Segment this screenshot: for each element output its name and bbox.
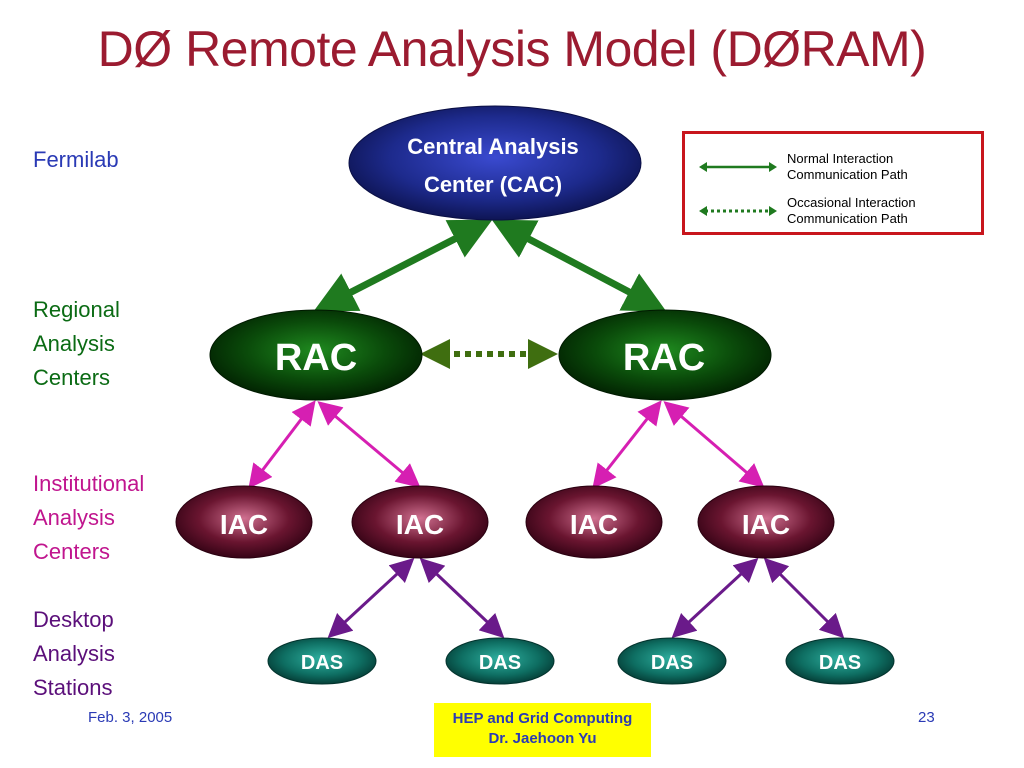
label-line: Centers bbox=[33, 539, 111, 564]
page-title: DØ Remote Analysis Model (DØRAM) bbox=[97, 21, 927, 77]
rac-iac1-arrow bbox=[248, 400, 316, 489]
das-node-3[interactable]: DAS bbox=[617, 637, 727, 685]
label-line: Desktop bbox=[33, 607, 114, 632]
desktop-analysis-stations-label: Desktop Analysis Stations bbox=[33, 603, 115, 705]
legend-line: Communication Path bbox=[787, 211, 908, 226]
iac-node-4[interactable]: IAC bbox=[697, 485, 835, 559]
label-line: Stations bbox=[33, 675, 113, 700]
iac-label: IAC bbox=[742, 509, 790, 540]
rac-iac2-arrow bbox=[317, 401, 421, 488]
rac-label: RAC bbox=[275, 337, 357, 379]
iac-label: IAC bbox=[396, 509, 444, 540]
iac-label: IAC bbox=[220, 509, 268, 540]
iac-node-2[interactable]: IAC bbox=[351, 485, 489, 559]
cac-rac-right-arrow bbox=[491, 219, 667, 312]
footer-author: Dr. Jaehoon Yu bbox=[488, 730, 597, 747]
rac-label: RAC bbox=[623, 337, 705, 379]
legend-line: Communication Path bbox=[787, 167, 908, 182]
iac2-das2-arrow bbox=[419, 557, 505, 639]
cac-label-line: Center (CAC) bbox=[424, 172, 562, 197]
institutional-analysis-centers-label: Institutional Analysis Centers bbox=[33, 467, 144, 569]
page-number: 23 bbox=[918, 709, 935, 726]
label-line: Centers bbox=[33, 365, 111, 390]
das-label: DAS bbox=[301, 652, 343, 674]
footer-date: Feb. 3, 2005 bbox=[88, 709, 173, 726]
fermilab-label-line: Fermilab bbox=[33, 147, 119, 172]
legend-occasional: Occasional Interaction Communication Pat… bbox=[697, 195, 916, 227]
solid-double-arrow-icon bbox=[699, 162, 777, 172]
legend: Normal Interaction Communication Path Oc… bbox=[682, 131, 984, 235]
das-node-4[interactable]: DAS bbox=[785, 637, 895, 685]
das-node-2[interactable]: DAS bbox=[445, 637, 555, 685]
label-line: Analysis bbox=[33, 331, 115, 356]
label-line: Analysis bbox=[33, 505, 115, 530]
das-label: DAS bbox=[819, 652, 861, 674]
cac-node[interactable]: Central Analysis Center (CAC) bbox=[348, 105, 642, 221]
legend-occasional-text: Occasional Interaction Communication Pat… bbox=[787, 195, 916, 227]
label-line: Analysis bbox=[33, 641, 115, 666]
iac4-das4-arrow bbox=[763, 557, 845, 639]
das-node-1[interactable]: DAS bbox=[267, 637, 377, 685]
iac-label: IAC bbox=[570, 509, 618, 540]
rac-iac3-arrow bbox=[592, 400, 662, 489]
legend-line: Occasional Interaction bbox=[787, 195, 916, 210]
footer-course-box: HEP and Grid Computing Dr. Jaehoon Yu bbox=[434, 703, 651, 757]
label-line: Regional bbox=[33, 297, 120, 322]
iac-node-3[interactable]: IAC bbox=[525, 485, 663, 559]
fermilab-label: Fermilab bbox=[33, 143, 119, 177]
iac4-das3-arrow bbox=[671, 557, 759, 639]
regional-analysis-centers-label: Regional Analysis Centers bbox=[33, 293, 120, 395]
das-label: DAS bbox=[479, 652, 521, 674]
iac-node-1[interactable]: IAC bbox=[175, 485, 313, 559]
dotted-double-arrow-icon bbox=[699, 206, 777, 216]
label-line: Institutional bbox=[33, 471, 145, 496]
rac-node-right[interactable]: RAC bbox=[558, 309, 772, 401]
iac2-das1-arrow bbox=[327, 557, 415, 639]
legend-line: Normal Interaction bbox=[787, 151, 894, 166]
das-label: DAS bbox=[651, 652, 693, 674]
legend-normal: Normal Interaction Communication Path bbox=[697, 151, 908, 183]
rac-iac4-arrow bbox=[663, 401, 765, 488]
rac-node-left[interactable]: RAC bbox=[209, 309, 423, 401]
cac-label-line: Central Analysis bbox=[407, 134, 579, 159]
legend-normal-text: Normal Interaction Communication Path bbox=[787, 151, 908, 183]
cac-rac-left-arrow bbox=[313, 219, 493, 312]
footer-course-title: HEP and Grid Computing bbox=[452, 710, 633, 727]
